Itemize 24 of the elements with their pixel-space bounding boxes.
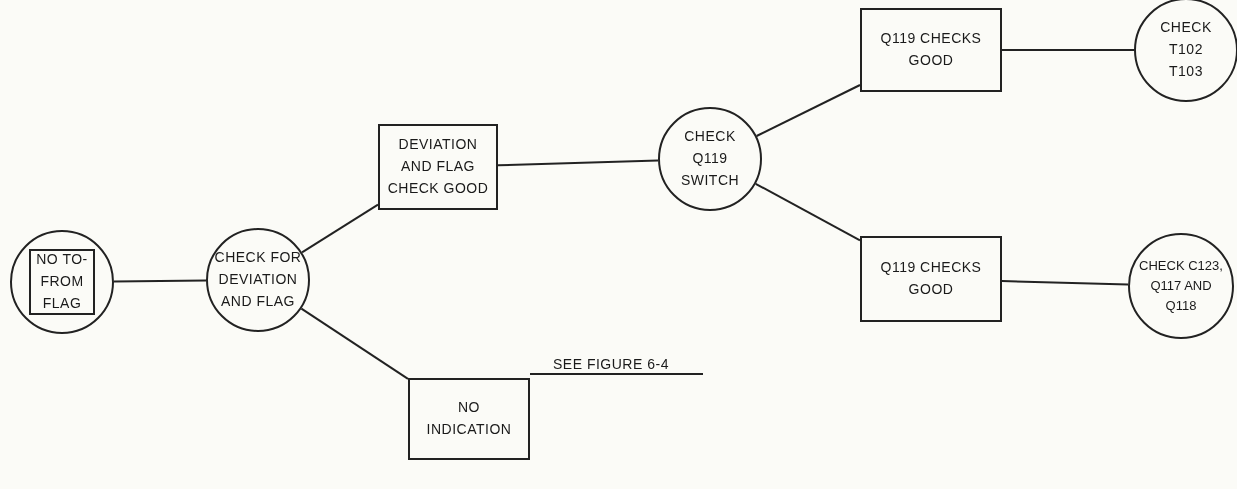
node-label: Q119 CHECKS GOOD bbox=[879, 258, 983, 299]
node-label: NO TO-FROM FLAG bbox=[35, 250, 89, 313]
node-label: DEVIATION AND FLAG CHECK GOOD bbox=[386, 135, 490, 198]
process-box bbox=[29, 249, 95, 315]
node-label: CHECK T102 T103 bbox=[1159, 18, 1213, 81]
connector-line bbox=[497, 159, 659, 167]
process-box bbox=[860, 236, 1002, 322]
reference-note: SEE FIGURE 6-4 bbox=[553, 355, 669, 374]
connector-line bbox=[1001, 280, 1129, 286]
connector-line bbox=[529, 373, 704, 375]
connector-line bbox=[300, 307, 409, 380]
connector-line bbox=[755, 84, 861, 137]
process-box bbox=[408, 378, 530, 460]
node-label: Q119 CHECKS GOOD bbox=[879, 29, 983, 70]
connector-line bbox=[754, 182, 861, 242]
process-box bbox=[378, 124, 498, 210]
connector-line bbox=[1001, 49, 1135, 51]
node-label: CHECK C123, Q117 AND Q118 bbox=[1138, 256, 1224, 316]
node-label: CHECK Q119 SWITCH bbox=[679, 127, 741, 190]
connector-line bbox=[301, 203, 379, 254]
process-box bbox=[860, 8, 1002, 92]
node-label: CHECK FOR DEVIATION AND FLAG bbox=[213, 248, 303, 311]
node-label: NO INDICATION bbox=[425, 398, 513, 439]
connector-line bbox=[113, 279, 207, 283]
